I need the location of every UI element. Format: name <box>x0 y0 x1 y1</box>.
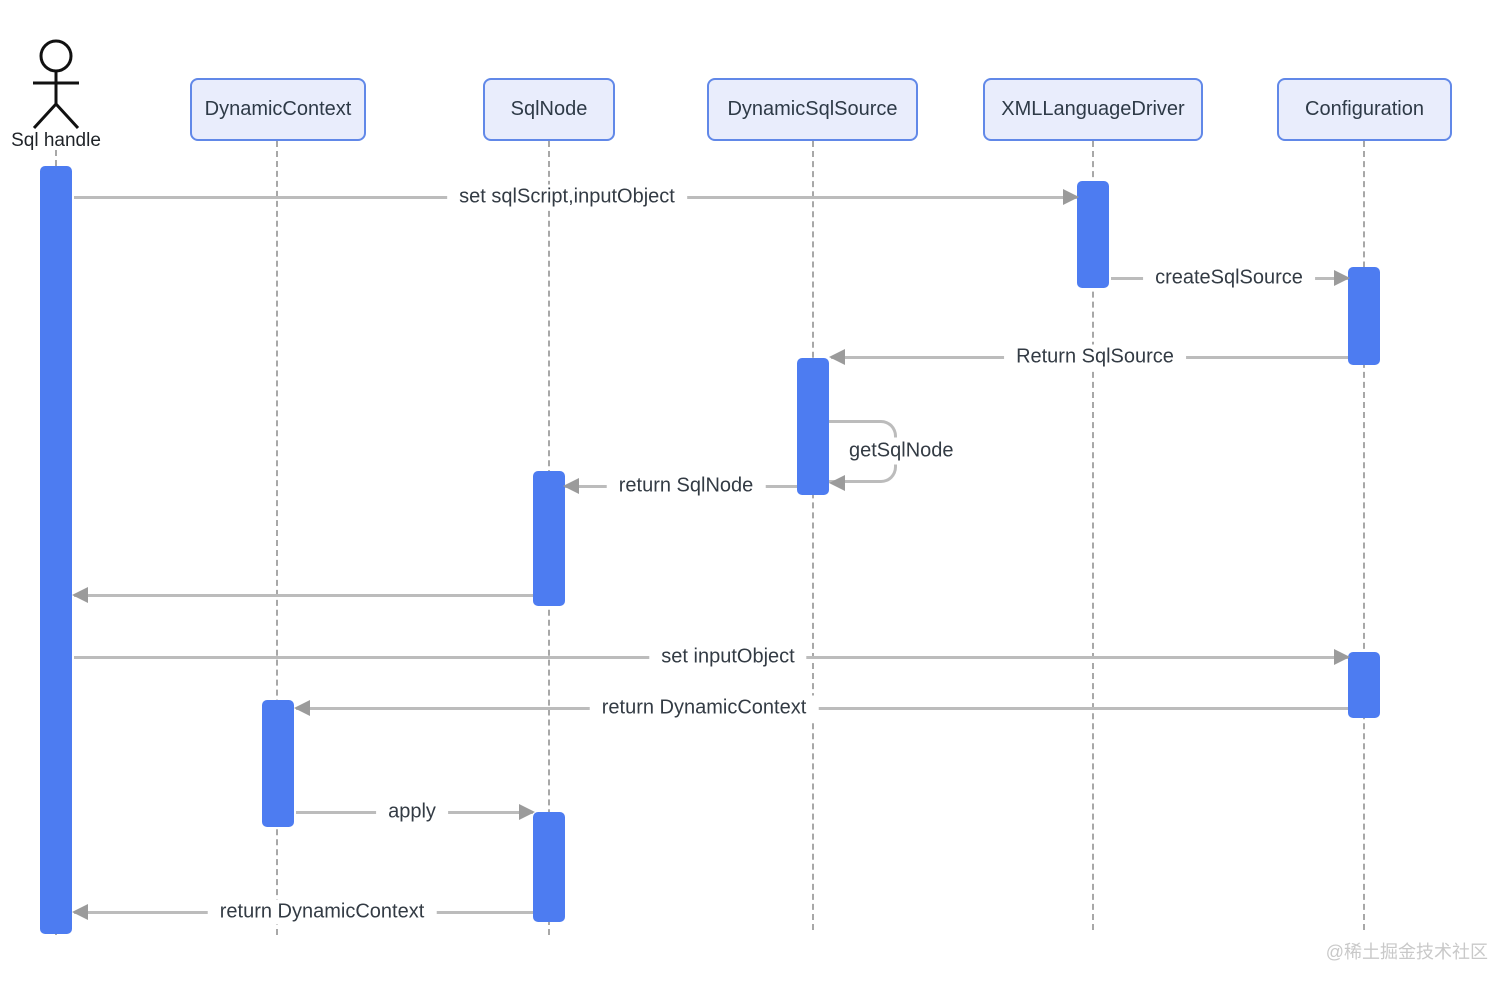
participant-configuration: Configuration <box>1277 78 1452 141</box>
message-label: getSqlNode <box>843 437 960 465</box>
activation-sqlnode-2 <box>533 812 565 922</box>
message-label: Return SqlSource <box>1004 344 1186 370</box>
arrowhead-right-icon <box>1063 189 1079 205</box>
arrowhead-right-icon <box>519 804 535 820</box>
participant-xmllanguagedriver: XMLLanguageDriver <box>983 78 1203 141</box>
message-label: set inputObject <box>649 644 807 670</box>
activation-configuration-2 <box>1348 652 1380 718</box>
message-label: createSqlSource <box>1143 265 1315 291</box>
message-label: apply <box>376 799 448 825</box>
arrowhead-left-icon <box>829 475 845 491</box>
arrowhead-left-icon <box>72 587 88 603</box>
participant-dynamicsqlsource: DynamicSqlSource <box>707 78 918 141</box>
arrowhead-left-icon <box>563 478 579 494</box>
participant-sqlnode: SqlNode <box>483 78 615 141</box>
activation-sqlnode-1 <box>533 471 565 606</box>
message-line <box>296 706 1348 710</box>
activation-xmllanguagedriver <box>1077 181 1109 288</box>
lifeline-dynamicsqlsource <box>812 141 814 930</box>
arrowhead-right-icon <box>1334 270 1350 286</box>
message-label: return DynamicContext <box>589 695 819 721</box>
message-label: return SqlNode <box>606 473 766 499</box>
message-getsqlnode-self: getSqlNode <box>829 420 960 491</box>
activation-dynamicsqlsource <box>797 358 829 495</box>
lifeline-dynamiccontext <box>276 141 278 935</box>
watermark: @稀土掘金技术社区 <box>1325 942 1488 962</box>
message-line <box>74 593 533 597</box>
arrowhead-right-icon <box>1334 649 1350 665</box>
actor-label: Sql handle <box>11 130 101 151</box>
person-icon <box>32 39 80 130</box>
message-label: return DynamicContext <box>207 899 437 925</box>
activation-configuration-1 <box>1348 267 1380 365</box>
lifeline-configuration <box>1363 141 1365 930</box>
activation-sql-handle <box>40 166 72 934</box>
participant-dynamiccontext: DynamicContext <box>190 78 366 141</box>
lifeline-xmllanguagedriver <box>1092 141 1094 930</box>
actor-sql-handle: Sql handle <box>0 36 112 156</box>
activation-dynamiccontext <box>262 700 294 827</box>
message-label: set sqlScript,inputObject <box>447 184 687 210</box>
arrowhead-left-icon <box>72 904 88 920</box>
arrowhead-left-icon <box>829 349 845 365</box>
arrowhead-left-icon <box>294 700 310 716</box>
